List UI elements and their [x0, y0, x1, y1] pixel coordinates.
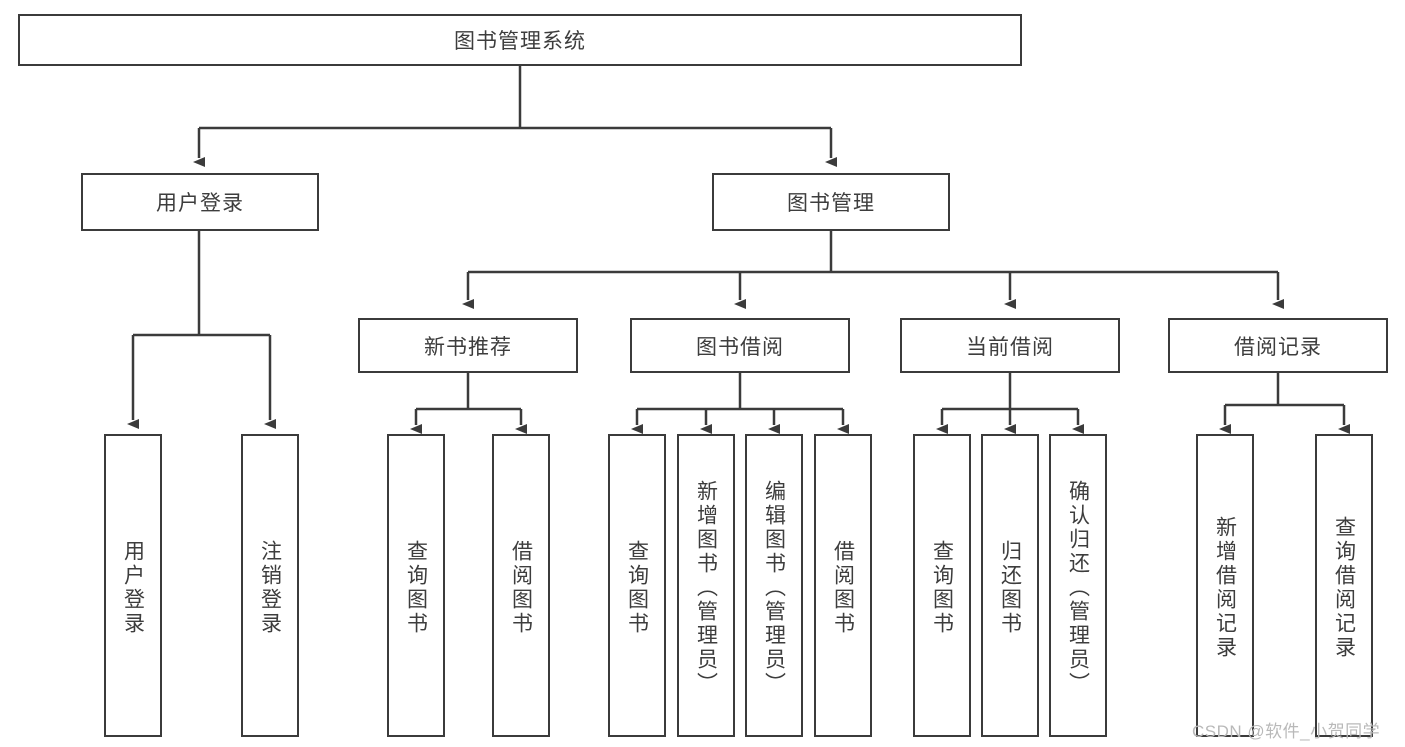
node-user-login-label: 用户登录 [156, 192, 244, 215]
leaf-book-borrow-3[interactable]: 编辑图书（管理员） [745, 434, 803, 737]
node-borrow-record[interactable]: 借阅记录 [1168, 318, 1388, 373]
leaf-borrow-record-2[interactable]: 查询借阅记录 [1315, 434, 1373, 737]
leaf-new-book-1-label: 查询图书 [404, 539, 428, 636]
leaf-book-borrow-1-label: 查询图书 [625, 539, 649, 636]
watermark: CSDN @软件_小贺同学 [1192, 717, 1380, 742]
leaf-book-borrow-4-label: 借阅图书 [831, 539, 855, 636]
leaf-book-borrow-2[interactable]: 新增图书（管理员） [677, 434, 735, 737]
leaf-borrow-record-2-label: 查询借阅记录 [1332, 515, 1356, 660]
leaf-borrow-record-1[interactable]: 新增借阅记录 [1196, 434, 1254, 737]
node-book-manage[interactable]: 图书管理 [712, 173, 950, 231]
node-new-book-recommend[interactable]: 新书推荐 [358, 318, 578, 373]
node-current-borrow[interactable]: 当前借阅 [900, 318, 1120, 373]
leaf-book-borrow-1[interactable]: 查询图书 [608, 434, 666, 737]
leaf-new-book-1[interactable]: 查询图书 [387, 434, 445, 737]
leaf-new-book-2[interactable]: 借阅图书 [492, 434, 550, 737]
node-book-borrow[interactable]: 图书借阅 [630, 318, 850, 373]
leaf-current-borrow-3-label: 确认归还（管理员） [1066, 479, 1090, 696]
leaf-borrow-record-1-label: 新增借阅记录 [1213, 515, 1237, 660]
node-borrow-record-label: 借阅记录 [1234, 335, 1322, 359]
leaf-new-book-2-label: 借阅图书 [509, 539, 533, 636]
node-book-borrow-label: 图书借阅 [696, 335, 784, 359]
leaf-current-borrow-1[interactable]: 查询图书 [913, 434, 971, 737]
node-book-manage-label: 图书管理 [787, 192, 875, 215]
leaf-book-borrow-4[interactable]: 借阅图书 [814, 434, 872, 737]
leaf-user-login-1-label: 用户登录 [121, 539, 145, 636]
node-user-login[interactable]: 用户登录 [81, 173, 319, 231]
watermark-text: CSDN @软件_小贺同学 [1192, 722, 1381, 741]
leaf-book-borrow-3-label: 编辑图书（管理员） [762, 479, 786, 696]
leaf-current-borrow-1-label: 查询图书 [930, 539, 954, 636]
leaf-current-borrow-3[interactable]: 确认归还（管理员） [1049, 434, 1107, 737]
node-root-label: 图书管理系统 [454, 30, 586, 53]
node-root[interactable]: 图书管理系统 [18, 14, 1022, 66]
leaf-current-borrow-2-label: 归还图书 [998, 539, 1022, 636]
leaf-user-login-2[interactable]: 注销登录 [241, 434, 299, 737]
leaf-user-login-2-label: 注销登录 [258, 539, 282, 636]
node-current-borrow-label: 当前借阅 [966, 335, 1054, 359]
leaf-book-borrow-2-label: 新增图书（管理员） [694, 479, 718, 696]
node-new-book-recommend-label: 新书推荐 [424, 335, 512, 359]
leaf-user-login-1[interactable]: 用户登录 [104, 434, 162, 737]
leaf-current-borrow-2[interactable]: 归还图书 [981, 434, 1039, 737]
